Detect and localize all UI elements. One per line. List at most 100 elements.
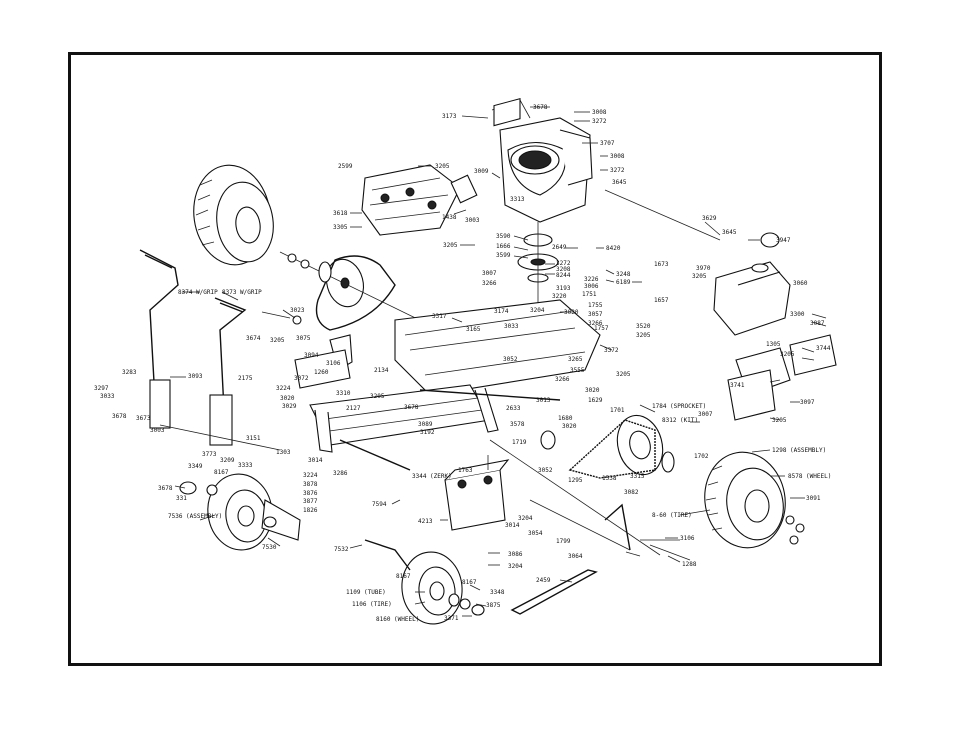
- label-3209: 3209: [220, 457, 235, 464]
- label-3029: 3029: [282, 403, 297, 410]
- label-1666: 1666: [496, 243, 511, 250]
- label-3204b: 3204: [518, 515, 533, 522]
- label-3064: 3064: [568, 553, 583, 560]
- label-3272c: 3272: [556, 260, 571, 267]
- label-2633: 2633: [506, 405, 521, 412]
- label-3875: 3875: [486, 602, 501, 609]
- label-3151: 3151: [246, 435, 261, 442]
- label-3947: 3947: [776, 237, 791, 244]
- label-1680: 1680: [558, 415, 573, 422]
- label-3272a: 3272: [592, 118, 607, 125]
- label-3590: 3590: [496, 233, 511, 240]
- label-8373: 8373 W/GRIP: [222, 289, 262, 296]
- label-3678d: 3678: [158, 485, 173, 492]
- label-3205a: 3205: [435, 163, 450, 170]
- label-2127: 2127: [346, 405, 361, 412]
- label-3317: 3317: [432, 313, 447, 320]
- leader-lines: [170, 106, 827, 617]
- label-3013: 3013: [536, 397, 551, 404]
- label-1303: 1303: [276, 449, 291, 456]
- label-3305: 3305: [333, 224, 348, 231]
- fuel-tank: [604, 189, 791, 336]
- label-3297: 3297: [94, 385, 109, 392]
- label-3204c: 3204: [508, 563, 523, 570]
- label-3205h: 3205: [772, 417, 787, 424]
- label-3555: 3555: [570, 367, 585, 374]
- label-7594: 7594: [372, 501, 387, 508]
- label-3673: 3673: [136, 415, 151, 422]
- label-1288: 1288: [682, 561, 697, 568]
- label-3020d: 3020: [562, 423, 577, 430]
- label-3310: 3310: [336, 390, 351, 397]
- label-3008b: 3008: [610, 153, 625, 160]
- drive-belt-upper: [279, 251, 441, 331]
- label-3075: 3075: [296, 335, 311, 342]
- label-3266b: 3266: [588, 320, 603, 327]
- label-3023: 3023: [290, 307, 305, 314]
- label-3097: 3097: [800, 399, 815, 406]
- part-labels: 3173 3678 3008 3272 3707 3008 3272 2599 …: [94, 104, 831, 623]
- label-3003: 3003: [465, 217, 480, 224]
- label-1438: 1438: [442, 214, 457, 221]
- label-3173: 3173: [442, 113, 457, 120]
- front-center-tire: [364, 539, 485, 625]
- label-3265: 3265: [568, 356, 583, 363]
- label-3106b: 3106: [680, 535, 695, 542]
- label-1106: 1106 (TIRE): [352, 601, 392, 608]
- label-3266c: 3266: [555, 376, 570, 383]
- label-6189: 6189: [616, 279, 631, 286]
- label-3224: 3224: [276, 385, 291, 392]
- label-3033: 3033: [504, 323, 519, 330]
- right-rear-tire: [704, 451, 805, 549]
- label-3876: 3876: [303, 490, 318, 497]
- label-3205b: 3205: [443, 242, 458, 249]
- label-3205e: 3205: [270, 337, 285, 344]
- label-3629: 3629: [702, 215, 717, 222]
- label-3678b: 3678: [404, 404, 419, 411]
- label-4213: 4213: [418, 518, 433, 525]
- label-3014: 3014: [308, 457, 323, 464]
- label-3226: 3226: [584, 276, 599, 283]
- battery: [444, 455, 510, 531]
- label-1799: 1799: [556, 538, 571, 545]
- label-3220: 3220: [552, 293, 567, 300]
- label-3106: 3106: [326, 360, 341, 367]
- label-3348: 3348: [490, 589, 505, 596]
- label-1109t: 1109 (TUBE): [346, 589, 386, 596]
- left-rear-tire: [193, 164, 274, 266]
- label-3052b: 3052: [538, 467, 553, 474]
- label-3054: 3054: [528, 530, 543, 537]
- label-3208: 3208: [556, 266, 571, 273]
- label-3349: 3349: [188, 463, 203, 470]
- label-7532: 7532: [334, 546, 349, 553]
- label-2599: 2599: [338, 163, 353, 170]
- label-3205f: 3205: [616, 371, 631, 378]
- label-3205g: 3205: [780, 351, 795, 358]
- label-1673: 1673: [654, 261, 669, 268]
- label-3678: 3678: [533, 104, 548, 111]
- label-1757: 1757: [594, 325, 609, 332]
- label-3315: 3315: [630, 473, 645, 480]
- label-3248: 3248: [616, 271, 631, 278]
- label-1657: 1657: [654, 297, 669, 304]
- label-3003b: 3003: [150, 427, 165, 434]
- label-3174: 3174: [494, 308, 509, 315]
- label-1295: 1295: [568, 477, 583, 484]
- label-331: 331: [176, 495, 187, 502]
- label-8420: 8420: [606, 245, 621, 252]
- main-frame: [309, 299, 601, 471]
- label-8167a: 8167: [214, 469, 229, 476]
- label-3205i: 3205: [370, 393, 385, 400]
- label-1755: 1755: [588, 302, 603, 309]
- label-2649: 2649: [552, 244, 567, 251]
- label-1702: 1702: [694, 453, 709, 460]
- label-3313: 3313: [510, 196, 525, 203]
- label-1305: 1305: [766, 341, 781, 348]
- label-3878: 3878: [303, 481, 318, 488]
- label-2175: 2175: [238, 375, 253, 382]
- front-left-tire: [179, 473, 301, 551]
- sprocket-chain: [540, 414, 675, 479]
- engine: [491, 97, 593, 223]
- label-2459: 2459: [536, 577, 551, 584]
